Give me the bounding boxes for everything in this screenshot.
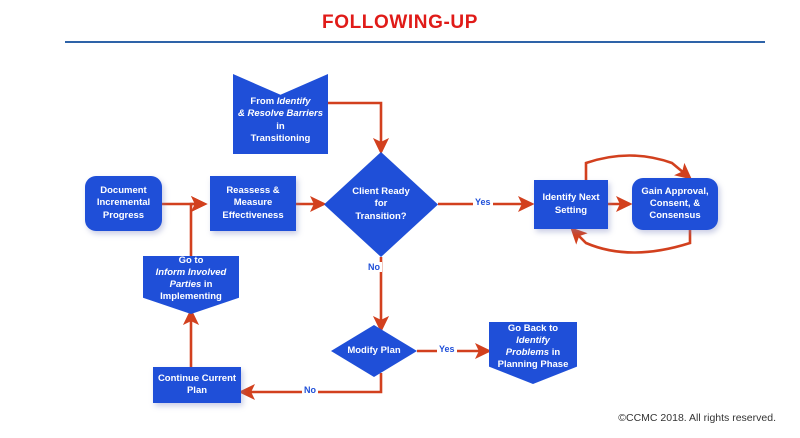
page-title: FOLLOWING-UP [321, 12, 478, 33]
node-line: Continue Current [157, 372, 237, 384]
node-line: Implementing [160, 291, 222, 303]
node-line: Consensus [649, 210, 701, 222]
node-line: Document [100, 185, 147, 197]
node-line: From [250, 96, 277, 108]
node-line: Plan [186, 385, 208, 396]
node-line: Progress [102, 209, 145, 221]
node-reassess-measure-effectiveness[interactable]: Reassess & Measure Effectiveness [210, 176, 296, 231]
node-line-emphasis: Problems [505, 347, 550, 358]
node-line: Setting [554, 204, 588, 216]
node-line: in [201, 279, 213, 290]
node-line: Consent, & [649, 197, 701, 209]
node-line: Measure [233, 197, 273, 209]
node-line: in [276, 120, 285, 132]
edge-label-client-ready-no: No [366, 262, 382, 272]
node-line: Identify Next [542, 192, 600, 204]
edge-loop-bottom [570, 227, 692, 254]
node-line: Go to [178, 254, 204, 266]
node-line-emphasis: Identify [276, 96, 311, 108]
node-line: Gain Approval, [641, 185, 709, 197]
node-document-incremental-progress[interactable]: Document Incremental Progress [85, 176, 162, 231]
node-line: Planning Phase [497, 359, 569, 371]
node-line: Client Ready [352, 186, 410, 198]
edge-barriers-to-client-ready [328, 101, 390, 155]
node-continue-current-plan[interactable]: Continue Current Plan [153, 367, 241, 403]
node-line: Reassess & [226, 185, 280, 197]
copyright-notice: ©CCMC 2018. All rights reserved. [618, 412, 776, 424]
node-line: Incremental [96, 197, 151, 209]
title-divider [65, 41, 765, 43]
node-line: Transitioning [250, 132, 311, 144]
node-line-emphasis: Parties [169, 279, 202, 290]
edge-loop-top [584, 154, 692, 180]
node-from-identify-resolve-barriers[interactable]: From Identify & Resolve Barriers in Tran… [233, 74, 328, 154]
edge-inform-to-reassess-feed [189, 195, 208, 258]
node-line: in [549, 347, 561, 358]
node-go-to-inform-involved-parties[interactable]: Go to Inform Involved Parties in Impleme… [143, 256, 239, 314]
edge-label-modify-plan-no: No [302, 385, 318, 395]
node-line: Go Back to [507, 322, 559, 334]
node-line-emphasis: Identify [516, 334, 550, 346]
node-line: for [374, 198, 388, 210]
node-line: Transition? [355, 210, 407, 222]
node-line: Effectiveness [222, 209, 284, 221]
edge-label-client-ready-yes: Yes [473, 197, 493, 207]
node-identify-next-setting[interactable]: Identify Next Setting [534, 180, 608, 229]
node-gain-approval-consent-consensus[interactable]: Gain Approval, Consent, & Consensus [632, 178, 718, 230]
edge-modify-no [238, 373, 383, 401]
edge-label-modify-plan-yes: Yes [437, 344, 457, 354]
node-line: Modify Plan [347, 344, 401, 356]
node-line-emphasis: & Resolve Barriers [237, 108, 324, 120]
node-line-emphasis: Inform Involved [155, 266, 227, 278]
